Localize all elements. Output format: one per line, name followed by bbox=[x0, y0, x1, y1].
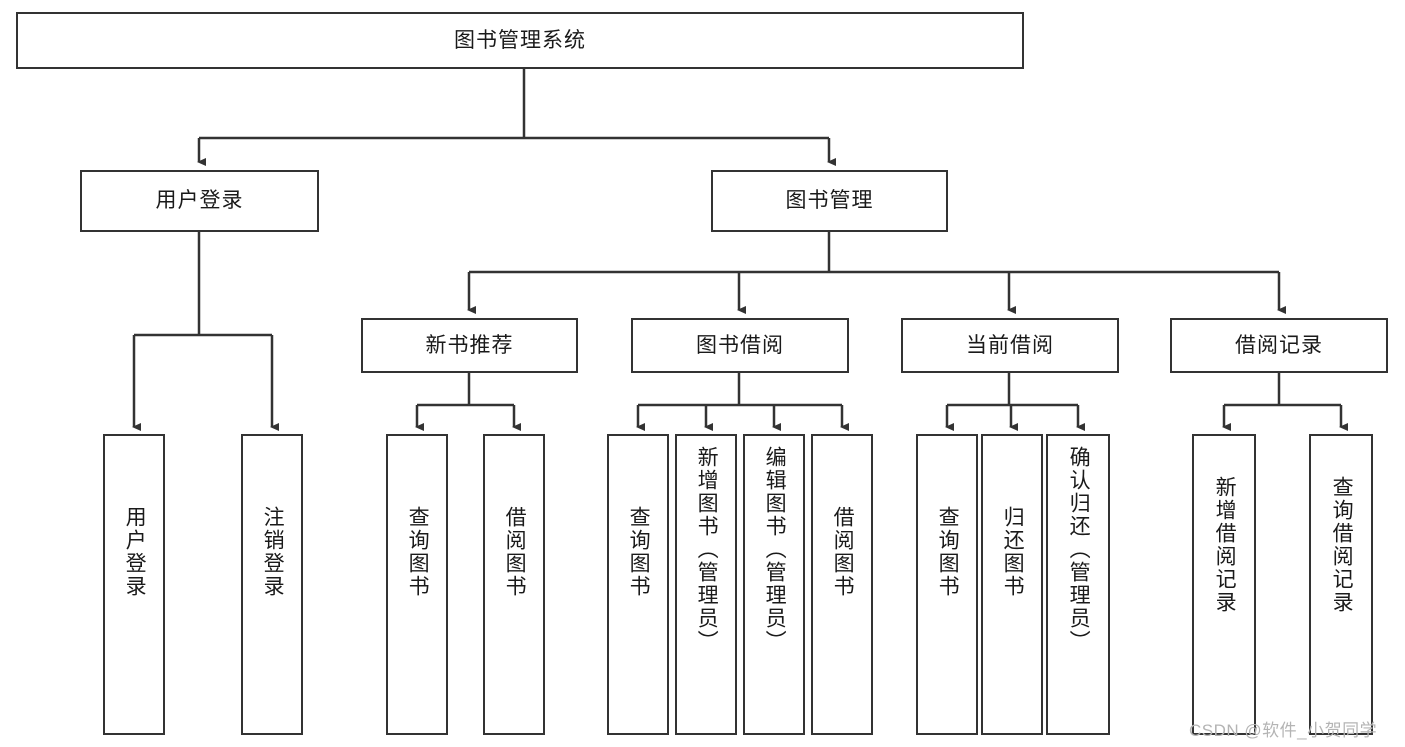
leaf-book-borrow-borrow[interactable]: 借阅图书 bbox=[811, 434, 873, 735]
leaf-new-book-borrow[interactable]: 借阅图书 bbox=[483, 434, 545, 735]
node-label: 借阅图书 bbox=[831, 506, 855, 598]
node-label: 用户登录 bbox=[123, 506, 147, 598]
node-label: 图书借阅 bbox=[696, 333, 784, 357]
leaf-current-borrow-query[interactable]: 查询图书 bbox=[916, 434, 978, 735]
node-label: 借阅图书 bbox=[503, 506, 527, 598]
leaf-book-borrow-add[interactable]: 新增图书（管理员） bbox=[675, 434, 737, 735]
leaf-book-borrow-edit[interactable]: 编辑图书（管理员） bbox=[743, 434, 805, 735]
node-label: 编辑图书（管理员） bbox=[763, 446, 787, 653]
node-label: 归还图书 bbox=[1001, 506, 1025, 598]
node-label: 图书管理 bbox=[785, 189, 874, 213]
node-label: 新书推荐 bbox=[425, 333, 514, 357]
node-label: 图书管理系统 bbox=[454, 28, 586, 52]
node-label: 确认归还（管理员） bbox=[1067, 446, 1091, 653]
leaf-borrow-record-query[interactable]: 查询借阅记录 bbox=[1309, 434, 1373, 735]
leaf-user-login-logout[interactable]: 注销登录 bbox=[241, 434, 303, 735]
node-label: 查询图书 bbox=[627, 506, 651, 598]
node-label: 查询图书 bbox=[936, 506, 960, 598]
node-book-management[interactable]: 图书管理 bbox=[711, 170, 948, 232]
watermark-text: CSDN @软件_小贺同学 bbox=[1189, 721, 1378, 740]
leaf-new-book-query[interactable]: 查询图书 bbox=[386, 434, 448, 735]
leaf-book-borrow-query[interactable]: 查询图书 bbox=[607, 434, 669, 735]
node-label: 当前借阅 bbox=[966, 333, 1054, 357]
node-label: 借阅记录 bbox=[1235, 333, 1323, 357]
leaf-current-borrow-return[interactable]: 归还图书 bbox=[981, 434, 1043, 735]
node-root-system[interactable]: 图书管理系统 bbox=[16, 12, 1024, 69]
node-new-book-recommend[interactable]: 新书推荐 bbox=[361, 318, 578, 373]
node-current-borrow[interactable]: 当前借阅 bbox=[901, 318, 1119, 373]
node-book-borrow[interactable]: 图书借阅 bbox=[631, 318, 849, 373]
leaf-current-borrow-confirm-return[interactable]: 确认归还（管理员） bbox=[1046, 434, 1110, 735]
leaf-borrow-record-add[interactable]: 新增借阅记录 bbox=[1192, 434, 1256, 735]
node-label: 用户登录 bbox=[155, 189, 244, 213]
node-label: 查询借阅记录 bbox=[1330, 476, 1354, 614]
node-label: 新增借阅记录 bbox=[1213, 476, 1237, 614]
node-user-login[interactable]: 用户登录 bbox=[80, 170, 319, 232]
leaf-user-login-login[interactable]: 用户登录 bbox=[103, 434, 165, 735]
node-label: 注销登录 bbox=[261, 506, 285, 598]
node-label: 查询图书 bbox=[406, 506, 430, 598]
node-label: 新增图书（管理员） bbox=[695, 446, 719, 653]
node-borrow-record[interactable]: 借阅记录 bbox=[1170, 318, 1388, 373]
